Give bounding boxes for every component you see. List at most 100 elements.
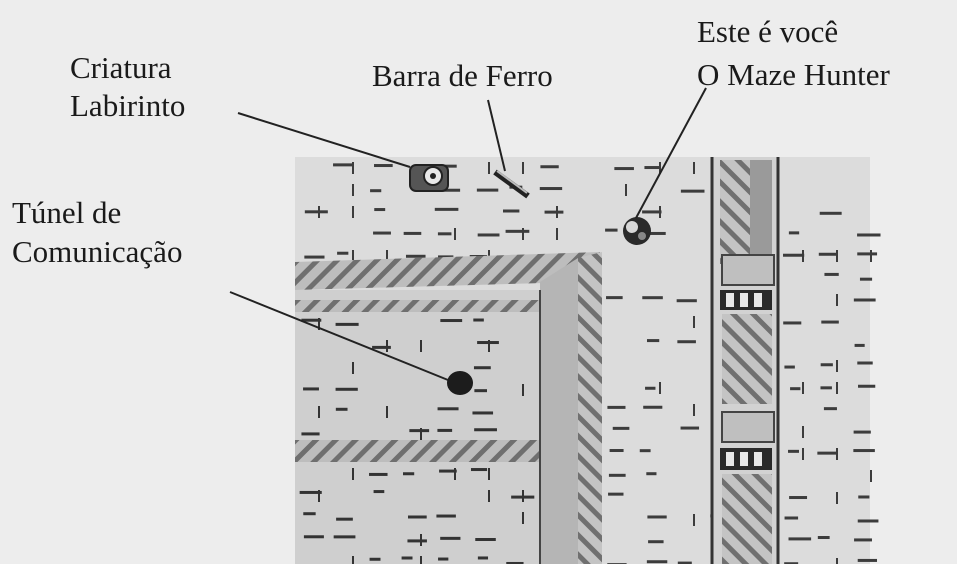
iron-bar-pointer-line — [487, 99, 506, 172]
wall-mark — [783, 321, 802, 325]
wall-mark — [556, 228, 558, 240]
wall-mark — [783, 253, 805, 257]
wall-mark — [475, 538, 496, 542]
wall-mark — [407, 539, 427, 543]
wall-mark — [646, 472, 657, 476]
wall-mark — [625, 184, 627, 196]
wall-mark — [642, 296, 663, 300]
wall-mark — [802, 426, 804, 438]
wall-mark — [857, 361, 873, 365]
wall-mark — [352, 556, 354, 564]
wall-mark — [374, 164, 393, 168]
wall-mark — [539, 187, 563, 191]
wall-mark — [677, 561, 692, 564]
wall-mark — [488, 490, 490, 502]
wall-mark — [802, 448, 804, 460]
wall-mark — [647, 231, 666, 235]
wall-mark — [646, 339, 660, 343]
wall-mark — [438, 255, 454, 259]
wall-mark — [784, 365, 795, 369]
wall-mark — [659, 206, 661, 218]
wall-mark — [854, 538, 872, 542]
wall-mark — [836, 448, 838, 460]
wall-mark — [403, 472, 415, 476]
wall-mark — [369, 472, 388, 476]
wall-mark — [853, 430, 871, 434]
wall-mark — [639, 449, 651, 453]
wall-mark — [817, 451, 838, 455]
wall-mark — [676, 299, 697, 303]
wall-mark — [470, 468, 488, 472]
wall-mark — [352, 184, 354, 196]
wall-mark — [299, 490, 322, 494]
wall-mark — [824, 272, 839, 276]
wall-mark — [646, 560, 668, 564]
tunnel-label-line1: Túnel de — [12, 195, 122, 230]
pointer-lines — [229, 87, 707, 381]
wall-mark — [680, 426, 700, 430]
wall-mark — [820, 363, 833, 367]
wall-mark — [854, 343, 865, 347]
wall-mark — [540, 165, 559, 169]
wall-mark — [370, 189, 382, 193]
wall-mark — [405, 254, 426, 258]
wall-mark — [440, 319, 463, 323]
wall-mark — [857, 233, 881, 237]
wall-mark — [441, 188, 461, 192]
wall-mark — [556, 206, 558, 218]
wall-mark — [836, 558, 838, 564]
wall-mark — [505, 229, 530, 233]
wall-mark — [488, 468, 490, 480]
wall-mark — [870, 470, 872, 482]
wall-mark — [648, 540, 664, 544]
wall-mark — [403, 231, 422, 235]
wall-mark — [819, 211, 842, 215]
wall-mark — [386, 406, 388, 418]
wall-mark — [788, 231, 800, 235]
wall-mark — [836, 382, 838, 394]
wall-mark — [677, 340, 696, 344]
wall-mark — [420, 428, 422, 440]
wall-mark — [437, 232, 452, 236]
wall-mark — [488, 162, 490, 174]
wall-mark — [659, 162, 661, 174]
wall-mark — [643, 405, 663, 409]
wall-mark — [522, 512, 524, 524]
wall-mark — [857, 519, 879, 523]
wall-mark — [820, 386, 832, 390]
wall-mark — [438, 164, 457, 168]
wall-mark — [784, 562, 799, 564]
wall-mark — [817, 536, 830, 540]
player-pointer-line — [635, 87, 707, 219]
wall-mark — [438, 557, 449, 561]
wall-mark — [474, 389, 487, 393]
wall-mark — [454, 228, 456, 240]
wall-mark — [437, 428, 453, 432]
wall-mark — [318, 490, 320, 502]
wall-mark — [645, 386, 656, 390]
wall-mark — [784, 516, 799, 520]
wall-mark — [335, 387, 358, 391]
wall-mark — [818, 252, 838, 256]
wall-mark — [337, 251, 349, 255]
wall-mark — [836, 250, 838, 262]
wall-mark — [476, 188, 499, 192]
creature-label-line1: Criatura — [70, 50, 172, 85]
player-label-line1: Este é você — [697, 14, 839, 49]
wall-mark — [607, 405, 626, 409]
maze-hunter-sprite — [623, 217, 651, 245]
wall-mark — [788, 537, 812, 541]
communication-tunnel-sprite — [447, 371, 473, 395]
wall-mark — [522, 162, 524, 174]
wall-mark — [352, 468, 354, 480]
wall-mark — [318, 406, 320, 418]
wall-mark — [303, 387, 319, 391]
wall-mark — [420, 534, 422, 546]
wall-mark — [642, 210, 662, 214]
wall-mark — [304, 210, 328, 214]
wall-mark — [303, 535, 324, 539]
wall-mark — [373, 231, 391, 235]
wall-mark — [434, 207, 459, 211]
wall-mark — [352, 162, 354, 174]
